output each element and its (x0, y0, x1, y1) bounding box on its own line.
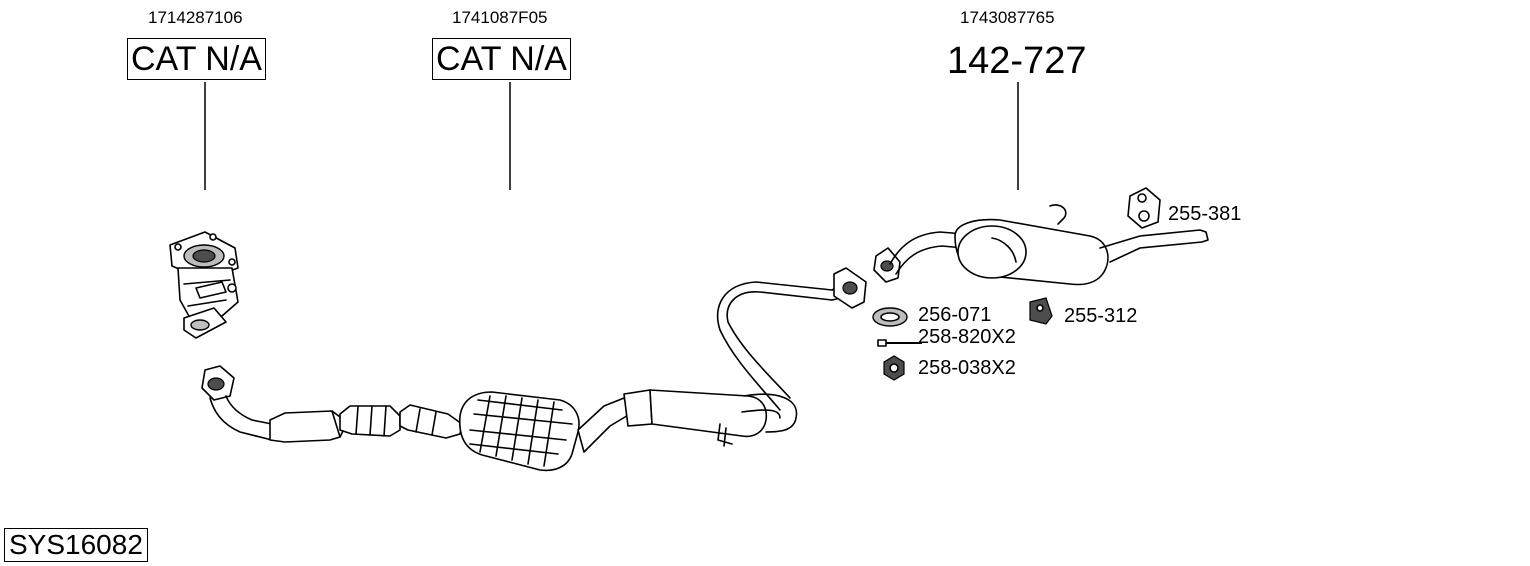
rubber-mount-255-312-drawing (1029, 297, 1053, 325)
system-code-badge: SYS16082 (4, 528, 148, 562)
manifold-catalyst-drawing (169, 231, 239, 339)
rear-silencer-drawing (873, 204, 1209, 286)
hanger-255-381-drawing (1127, 187, 1161, 229)
part-label-1: CAT N/A (127, 38, 266, 80)
front-pipe-catalyst-drawing (201, 267, 867, 472)
accessory-code-255-381: 255-381 (1168, 203, 1242, 225)
oem-number-2: 1741087F05 (452, 8, 548, 27)
part-label-2: CAT N/A (432, 38, 571, 80)
accessory-code-256-071: 256-071 (918, 304, 992, 326)
gasket-256-071-drawing (872, 307, 908, 327)
accessory-code-258-820: 258-820X2 (918, 326, 1016, 348)
accessory-code-255-312: 255-312 (1064, 305, 1138, 327)
bolt-258-820-drawing (877, 339, 922, 347)
accessory-code-258-038: 258-038X2 (918, 357, 1016, 379)
oem-number-3: 1743087765 (960, 8, 1055, 27)
oem-number-1: 1714287106 (148, 8, 243, 27)
part-label-3: 142-727 (947, 40, 1087, 82)
nut-258-038-drawing (883, 355, 905, 381)
